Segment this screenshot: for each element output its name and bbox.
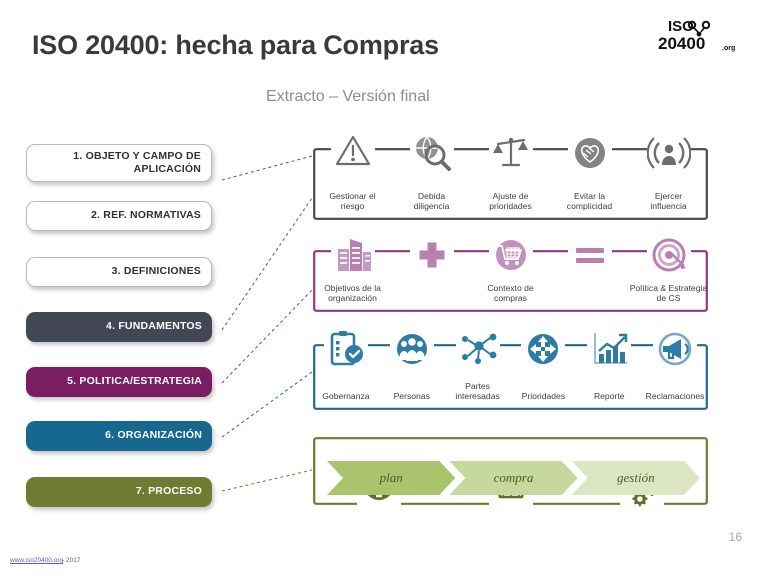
- person-broadcast-icon: [646, 131, 691, 175]
- panel-item[interactable]: Reporte: [576, 327, 642, 410]
- handshake-heart-icon: [567, 131, 612, 175]
- panel-item[interactable]: Objetivos de la organización: [313, 233, 392, 312]
- chapter-box-5[interactable]: 5. POLITICA/ESTRATEGIA: [26, 367, 212, 397]
- page-number: 16: [728, 530, 742, 544]
- panel-item[interactable]: Ajuste de prioridades: [471, 131, 550, 220]
- chapter-label: 5. POLITICA/ESTRATEGIA: [67, 375, 202, 388]
- plus-icon: [409, 233, 454, 277]
- shopping-cart-icon: [488, 233, 533, 277]
- process-step[interactable]: compra: [449, 461, 577, 495]
- logo-line1-text: ISO: [668, 18, 694, 35]
- connector-6: [221, 371, 313, 438]
- arrows-priority-icon: [521, 327, 566, 371]
- chapter-box-1[interactable]: 1. OBJETO Y CAMPO DE APLICACIÓN: [26, 144, 212, 182]
- panel-item-label: Reporte: [593, 391, 625, 402]
- process-step-label: compra: [493, 470, 534, 485]
- clipboard-check-icon: [323, 327, 368, 371]
- chapter-label: 3. DEFINICIONES: [111, 265, 201, 278]
- chapter-box-6[interactable]: 6. ORGANIZACIÓN: [26, 421, 212, 451]
- panel-item[interactable]: Contexto de compras: [471, 233, 550, 312]
- target-dart-icon: [646, 233, 691, 277]
- connector-7: [221, 469, 313, 492]
- process-step[interactable]: plan: [327, 461, 455, 495]
- megaphone-icon: [653, 327, 698, 371]
- scales-balance-icon: [488, 131, 533, 175]
- warning-triangle-icon: [330, 131, 375, 175]
- chapter-label: 4. FUNDAMENTOS: [106, 320, 202, 333]
- panel-item-label: Contexto de compras: [487, 282, 534, 304]
- panel-item-label: Reclamaciones: [645, 391, 705, 402]
- panel-fundamentos: Gestionar el riesgo Debida diligencia Ajus…: [313, 131, 708, 220]
- logo-suffix-text: .org: [722, 45, 735, 52]
- panel-item-label: Objetivos de la organización: [324, 282, 381, 304]
- panel-item-label: Personas: [393, 391, 430, 402]
- chapter-box-3[interactable]: 3. DEFINICIONES: [26, 257, 212, 287]
- chapter-box-4[interactable]: 4. FUNDAMENTOS: [26, 312, 212, 342]
- chapter-label: 1. OBJETO Y CAMPO DE APLICACIÓN: [73, 149, 201, 175]
- panel-politica-estrategia: Objetivos de la organización Contexto de …: [313, 233, 708, 312]
- panel-item[interactable]: Reclamaciones: [642, 327, 708, 410]
- globe-magnifier-icon: [409, 131, 454, 175]
- panel-item[interactable]: Política & Estrategia de CS: [629, 233, 708, 312]
- logo-line2-text: 20400: [658, 34, 705, 53]
- panel-item[interactable]: Gestionar el riesgo: [313, 131, 392, 220]
- process-step-label: gestión: [617, 470, 655, 485]
- panel-item[interactable]: Personas: [379, 327, 445, 410]
- connector-5: [221, 289, 313, 384]
- footer-year: - 2017: [62, 557, 81, 564]
- chapter-label: 6. ORGANIZACIÓN: [105, 429, 202, 442]
- panel-item[interactable]: [392, 233, 471, 312]
- process-step[interactable]: gestión: [572, 461, 700, 495]
- iso20400-logo: ISO 20400 .org: [658, 18, 735, 53]
- panel-item[interactable]: Ejercer influencia: [629, 131, 708, 220]
- panel-item[interactable]: [550, 233, 629, 312]
- panel-item[interactable]: Partes interesadas: [445, 327, 511, 410]
- bar-chart-icon: [587, 327, 632, 371]
- panel-items: Gestionar el riesgo Debida diligencia Ajus…: [313, 131, 708, 220]
- page-subtitle: Extracto – Versión final: [266, 88, 430, 105]
- panel-item-label: Debida diligencia: [413, 190, 450, 212]
- chapter-label: 7. PROCESO: [135, 485, 202, 498]
- panel-item-label: Política & Estrategia de CS: [629, 282, 708, 304]
- people-group-icon: [389, 327, 434, 371]
- panel-item[interactable]: Prioridades: [510, 327, 576, 410]
- buildings-icon: [330, 233, 375, 277]
- chapter-label: 2. REF. NORMATIVAS: [91, 209, 201, 222]
- chapter-box-2[interactable]: 2. REF. NORMATIVAS: [26, 201, 212, 231]
- page-title: ISO 20400: hecha para Compras: [32, 30, 439, 60]
- panel-item[interactable]: Gobernanza: [313, 327, 379, 410]
- equals-icon: [567, 233, 612, 277]
- network-nodes-icon: [455, 327, 500, 371]
- process-steps: plan compra gestión: [327, 461, 694, 495]
- panel-proceso: plan compra gestión: [313, 437, 708, 507]
- panel-items: Objetivos de la organización Contexto de …: [313, 233, 708, 312]
- panel-frame: [313, 344, 708, 410]
- footer-website-link[interactable]: www.iso20400.org: [10, 557, 64, 564]
- panel-item-label: Ejercer influencia: [650, 190, 687, 212]
- panel-item-label: Ajuste de prioridades: [489, 190, 532, 212]
- panel-item-label: Gobernanza: [322, 391, 370, 402]
- panel-item[interactable]: Debida diligencia: [392, 131, 471, 220]
- chapter-box-7[interactable]: 7. PROCESO: [26, 477, 212, 507]
- panel-item-label: Prioridades: [521, 391, 566, 402]
- panel-item[interactable]: Evitar la complicidad: [550, 131, 629, 220]
- process-step-label: plan: [379, 470, 403, 485]
- connector-1: [221, 155, 313, 181]
- panel-item-label: Evitar la complicidad: [566, 190, 613, 212]
- panel-item-label: Partes interesadas: [455, 380, 500, 402]
- panel-item-label: Gestionar el riesgo: [329, 190, 376, 212]
- connector-4: [221, 197, 313, 331]
